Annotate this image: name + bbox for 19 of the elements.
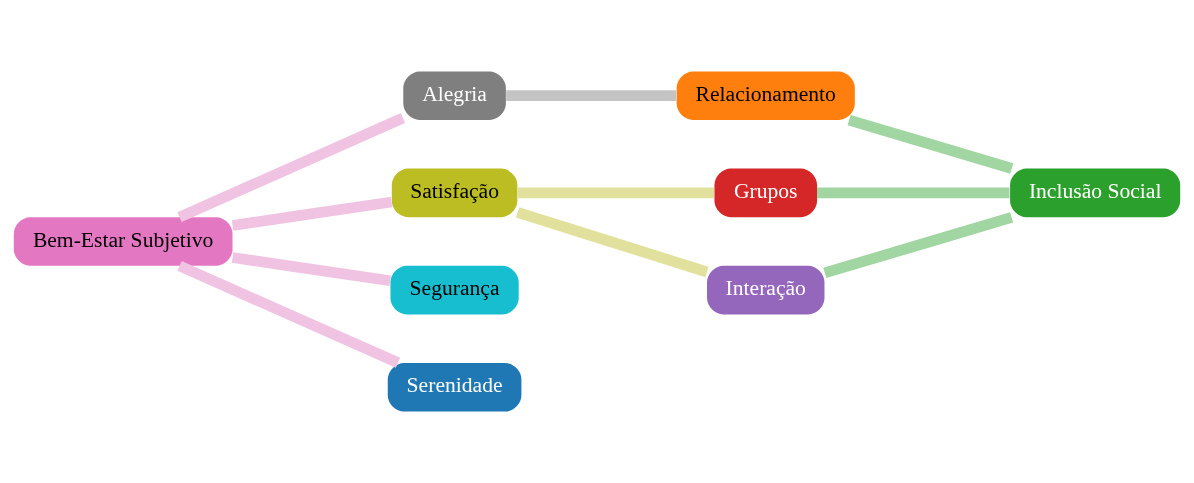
connector	[177, 260, 401, 368]
connector	[817, 187, 1010, 199]
node-box: Inclusão Social	[1010, 168, 1181, 218]
connector	[516, 207, 709, 278]
connector	[231, 252, 391, 287]
node-box: Satisfação	[391, 168, 518, 218]
connector	[517, 187, 715, 199]
node-box: Grupos	[714, 168, 818, 218]
connector	[177, 113, 406, 223]
node-box: Bem-Estar Subjetivo	[13, 217, 233, 266]
connector	[506, 90, 677, 102]
connector	[847, 114, 1014, 174]
connector	[231, 196, 393, 231]
node-box: Relacionamento	[676, 71, 855, 120]
node-box: Alegria	[403, 71, 506, 120]
connector	[823, 212, 1014, 279]
node-box: Interação	[707, 265, 825, 315]
node-box: Serenidade	[387, 363, 522, 412]
node-box: Segurança	[390, 265, 519, 315]
